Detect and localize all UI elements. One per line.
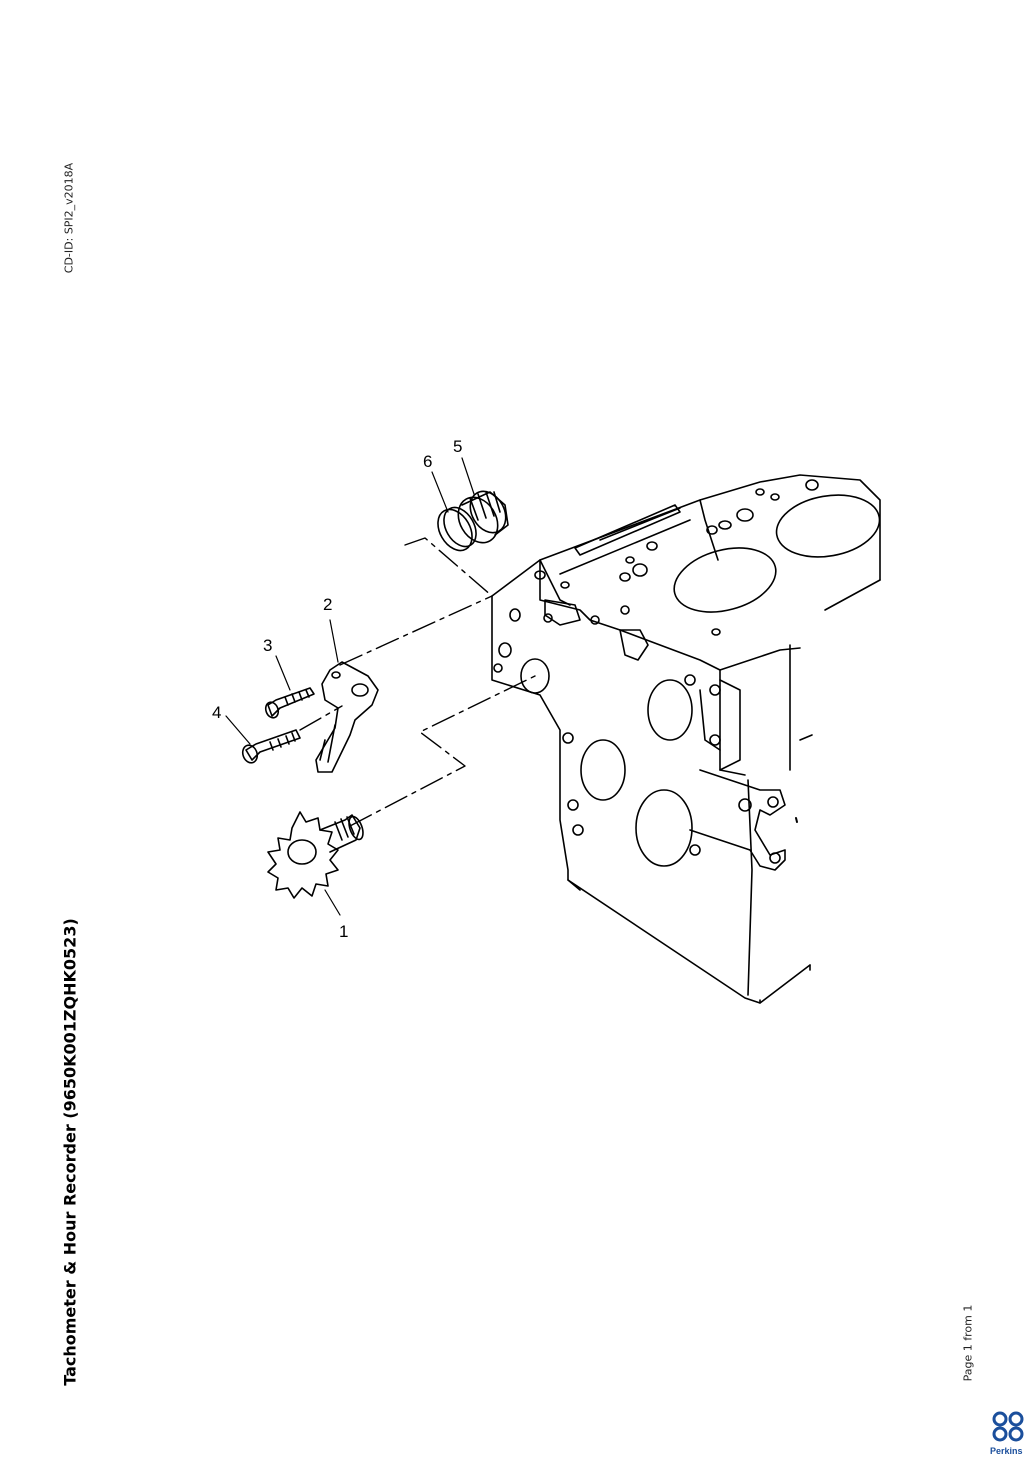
engine-block (491, 474, 881, 1004)
part-3-bolt (264, 687, 315, 719)
callout-leaders (225, 457, 475, 916)
callout-5: 5 (453, 437, 462, 456)
timing-face-holes (493, 599, 781, 867)
callout-1: 1 (339, 922, 348, 941)
callout-2: 2 (323, 595, 332, 614)
perkins-logo-icon: Perkins (990, 1411, 1024, 1456)
callout-6: 6 (423, 452, 432, 471)
callout-4: 4 (212, 703, 221, 722)
part-4-bolt (241, 729, 301, 764)
part-2-bracket (315, 661, 379, 773)
part-5-drive-gear (457, 490, 509, 544)
deck-holes (534, 479, 881, 636)
brand-name: Perkins (990, 1446, 1023, 1456)
part-6-plug (437, 506, 477, 552)
callout-3: 3 (263, 636, 272, 655)
callout-numbers: 1 2 3 4 5 6 (212, 437, 462, 941)
part-1-gear-shaft (267, 811, 364, 899)
assembly-axes (299, 537, 536, 827)
